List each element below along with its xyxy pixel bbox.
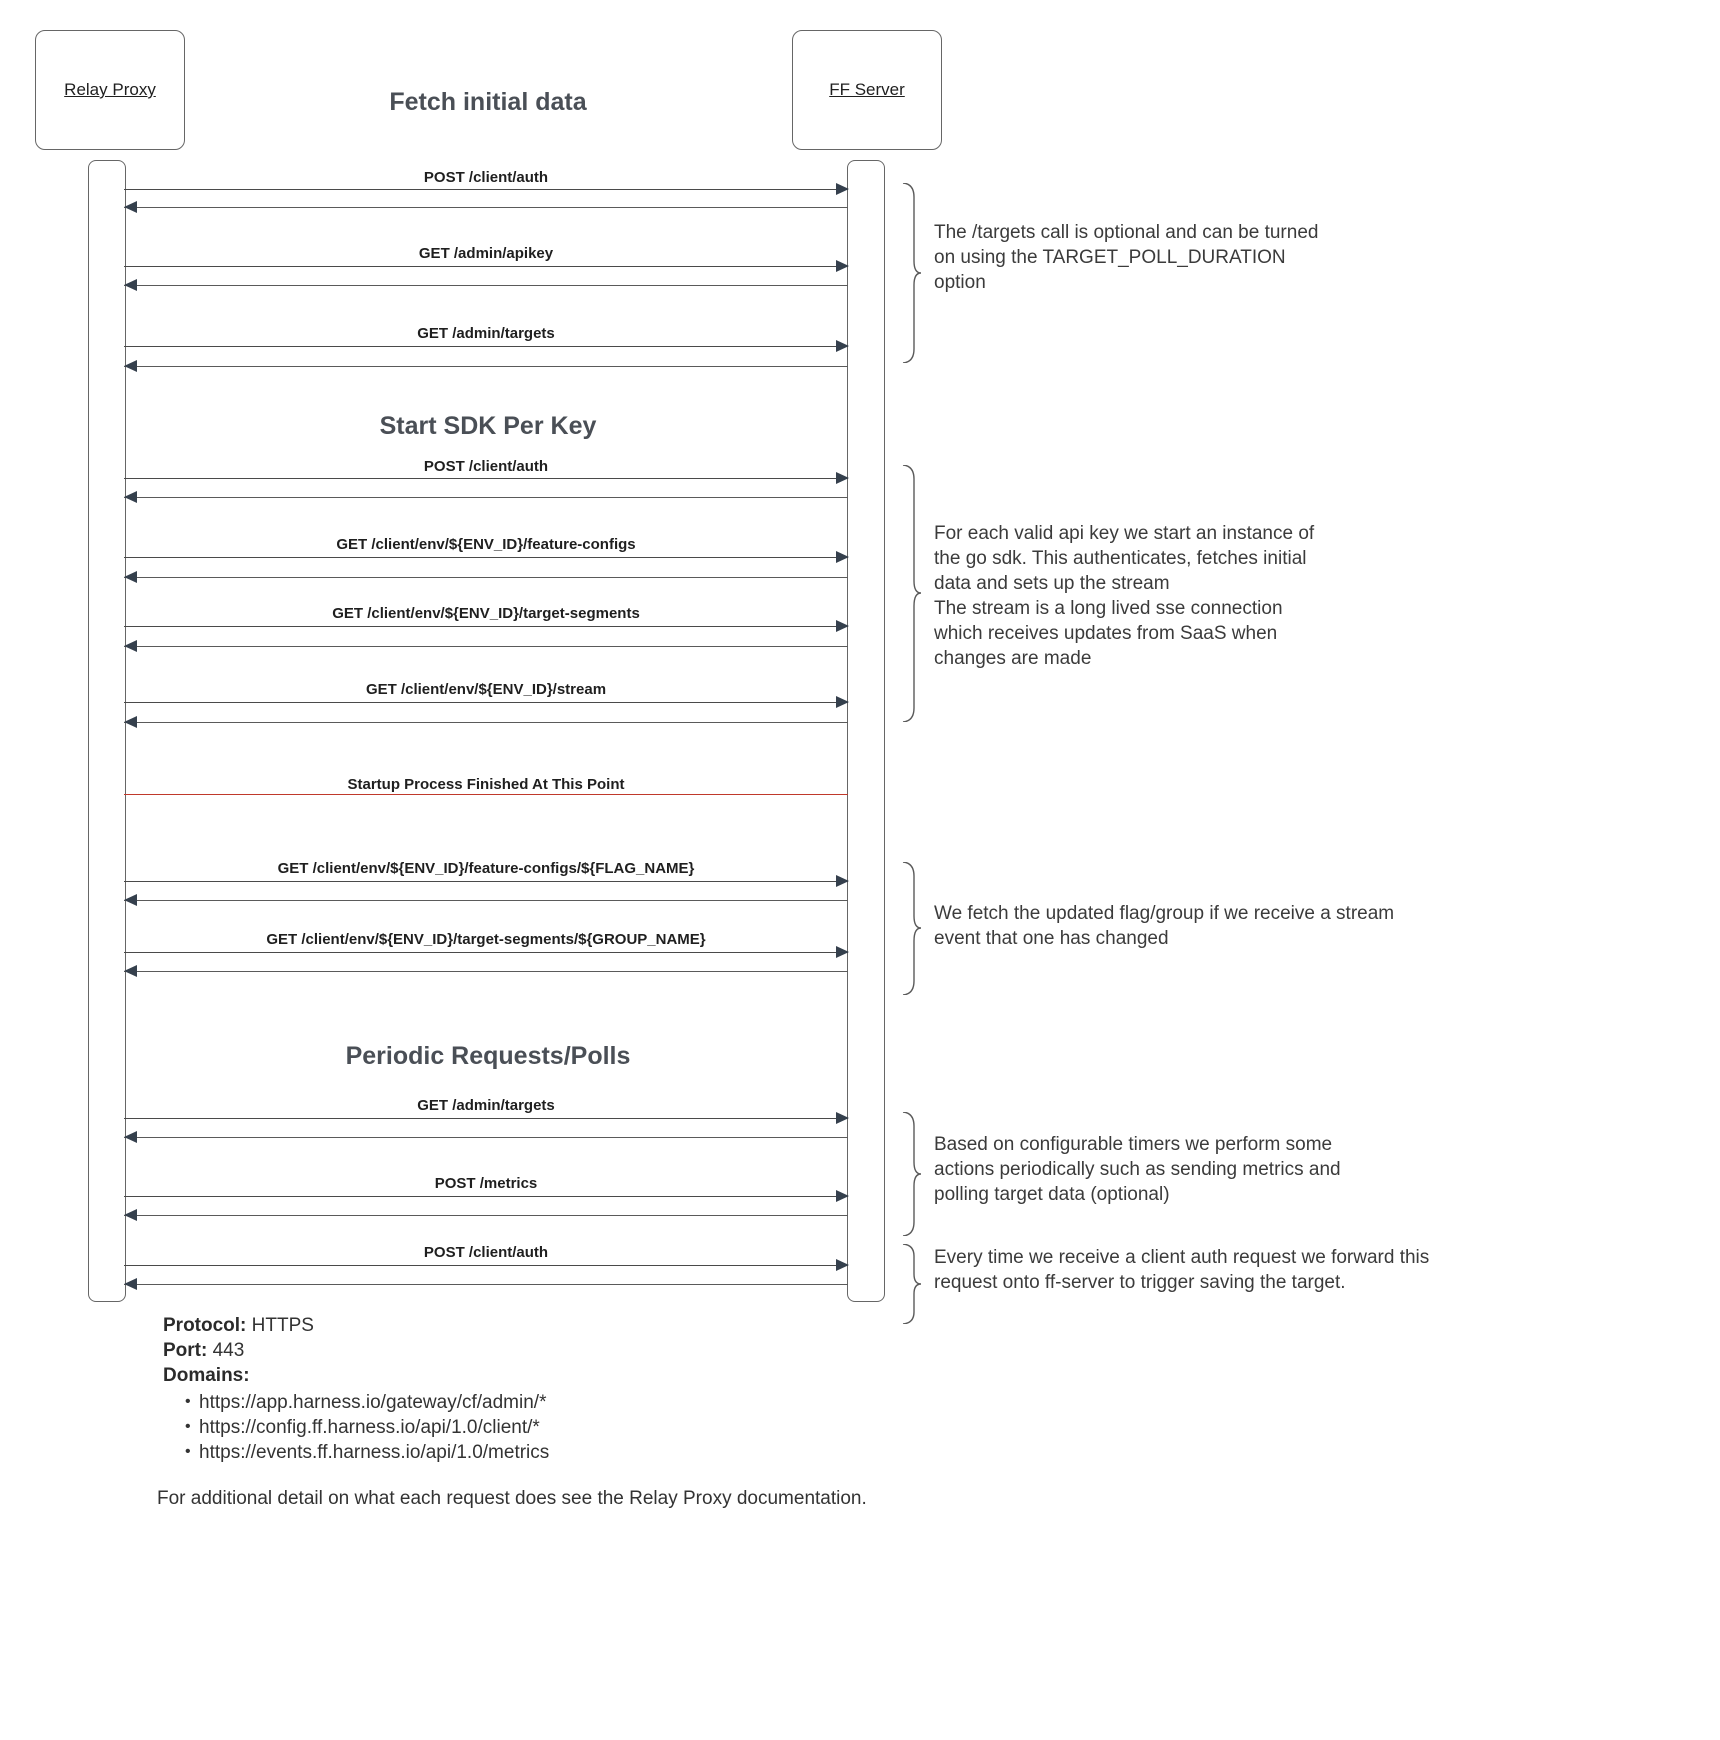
message-label-1: GET /admin/apikey xyxy=(418,245,554,262)
message-line-request-4 xyxy=(124,557,848,558)
message-label-11: POST /client/auth xyxy=(423,1244,549,1261)
footer-protocol-key: Protocol: xyxy=(163,1315,247,1336)
message-line-reply-10 xyxy=(124,1215,848,1216)
note-text-4: Every time we receive a client auth requ… xyxy=(934,1247,1430,1293)
message-label-2: GET /admin/targets xyxy=(417,325,555,342)
message-label-3: POST /client/auth xyxy=(423,458,549,475)
arrow-head-left-3 xyxy=(124,491,137,503)
message-label-10: POST /metrics xyxy=(434,1175,538,1192)
note-text-3: Based on configurable timers we perform … xyxy=(934,1134,1341,1205)
arrow-head-left-4 xyxy=(124,571,137,583)
message-line-request-5 xyxy=(124,626,848,627)
note-text-0: The /targets call is optional and can be… xyxy=(934,222,1319,293)
message-line-reply-1 xyxy=(124,285,848,286)
brace-note-4 xyxy=(900,1244,922,1324)
section-title-fetch-initial-data: Fetch initial data xyxy=(389,88,587,116)
arrow-head-left-1 xyxy=(124,279,137,291)
arrow-head-right-7 xyxy=(836,875,849,887)
message-line-request-9 xyxy=(124,1118,848,1119)
message-line-reply-0 xyxy=(124,207,848,208)
section-title-periodic-requests-polls: Periodic Requests/Polls xyxy=(345,1042,631,1070)
brace-note-3 xyxy=(900,1112,922,1236)
arrow-head-left-7 xyxy=(124,894,137,906)
list-item: https://config.ff.harness.io/api/1.0/cli… xyxy=(185,1414,549,1440)
message-line-reply-3 xyxy=(124,497,848,498)
section-title-start-sdk-per-key: Start SDK Per Key xyxy=(379,412,597,440)
footer-domains-key: Domains: xyxy=(163,1365,250,1386)
actor-label-ff-server: FF Server xyxy=(829,80,905,99)
arrow-head-right-11 xyxy=(836,1259,849,1271)
message-line-request-11 xyxy=(124,1265,848,1266)
message-label-8: GET /client/env/${ENV_ID}/target-segment… xyxy=(266,931,706,948)
footer-port-key: Port: xyxy=(163,1340,208,1361)
message-line-reply-7 xyxy=(124,900,848,901)
message-line-request-10 xyxy=(124,1196,848,1197)
message-label-9: GET /admin/targets xyxy=(417,1097,555,1114)
lifeline-ff-server xyxy=(847,160,885,1302)
message-line-request-2 xyxy=(124,346,848,347)
arrow-head-left-2 xyxy=(124,360,137,372)
message-line-request-6 xyxy=(124,702,848,703)
message-line-request-8 xyxy=(124,952,848,953)
note-text-2: We fetch the updated flag/group if we re… xyxy=(934,903,1395,949)
actor-box-relay-proxy[interactable]: Relay Proxy xyxy=(35,30,185,150)
message-line-request-0 xyxy=(124,189,848,190)
message-label-7: GET /client/env/${ENV_ID}/feature-config… xyxy=(277,860,695,877)
message-line-reply-9 xyxy=(124,1137,848,1138)
message-label-4: GET /client/env/${ENV_ID}/feature-config… xyxy=(336,536,636,553)
footer-protocol-value: HTTPS xyxy=(246,1315,314,1336)
actor-label-relay-proxy: Relay Proxy xyxy=(64,80,156,99)
arrow-head-right-9 xyxy=(836,1112,849,1124)
arrow-head-right-5 xyxy=(836,620,849,632)
actor-box-ff-server[interactable]: FF Server xyxy=(792,30,942,150)
message-line-reply-4 xyxy=(124,577,848,578)
arrow-head-left-0 xyxy=(124,201,137,213)
list-item: https://app.harness.io/gateway/cf/admin/… xyxy=(185,1389,549,1415)
message-line-reply-2 xyxy=(124,366,848,367)
footer-protocol-row: Protocol: HTTPS xyxy=(163,1313,549,1338)
message-label-5: GET /client/env/${ENV_ID}/target-segment… xyxy=(332,605,640,622)
arrow-head-left-6 xyxy=(124,716,137,728)
arrow-head-right-3 xyxy=(836,472,849,484)
list-item: https://events.ff.harness.io/api/1.0/met… xyxy=(185,1439,549,1465)
message-line-request-1 xyxy=(124,266,848,267)
message-line-request-7 xyxy=(124,881,848,882)
arrow-head-left-9 xyxy=(124,1131,137,1143)
footer-info-block: Protocol: HTTPS Port: 443 Domains: https… xyxy=(163,1313,549,1465)
footer-domains-list: https://app.harness.io/gateway/cf/admin/… xyxy=(163,1389,549,1465)
arrow-head-right-1 xyxy=(836,260,849,272)
message-line-request-3 xyxy=(124,478,848,479)
message-label-6: GET /client/env/${ENV_ID}/stream xyxy=(365,681,607,698)
lifeline-relay-proxy xyxy=(88,160,126,1302)
message-line-reply-6 xyxy=(124,722,848,723)
arrow-head-right-10 xyxy=(836,1190,849,1202)
arrow-head-right-2 xyxy=(836,340,849,352)
arrow-head-right-4 xyxy=(836,551,849,563)
note-text-1: For each valid api key we start an insta… xyxy=(934,523,1315,669)
startup-divider-line xyxy=(124,794,848,795)
arrow-head-right-8 xyxy=(836,946,849,958)
footer-documentation-note: For additional detail on what each reque… xyxy=(157,1488,867,1509)
arrow-head-right-6 xyxy=(836,696,849,708)
footer-port-row: Port: 443 xyxy=(163,1338,549,1363)
message-line-reply-8 xyxy=(124,971,848,972)
brace-note-2 xyxy=(900,862,922,995)
message-label-0: POST /client/auth xyxy=(423,169,549,186)
arrow-head-left-11 xyxy=(124,1278,137,1290)
brace-note-0 xyxy=(900,183,922,363)
footer-domains-row: Domains: xyxy=(163,1363,549,1388)
message-line-reply-11 xyxy=(124,1284,848,1285)
arrow-head-left-8 xyxy=(124,965,137,977)
arrow-head-right-0 xyxy=(836,183,849,195)
arrow-head-left-5 xyxy=(124,640,137,652)
arrow-head-left-10 xyxy=(124,1209,137,1221)
startup-divider-label: Startup Process Finished At This Point xyxy=(347,776,625,793)
message-line-reply-5 xyxy=(124,646,848,647)
footer-port-value: 443 xyxy=(207,1340,245,1361)
brace-note-1 xyxy=(900,465,922,722)
